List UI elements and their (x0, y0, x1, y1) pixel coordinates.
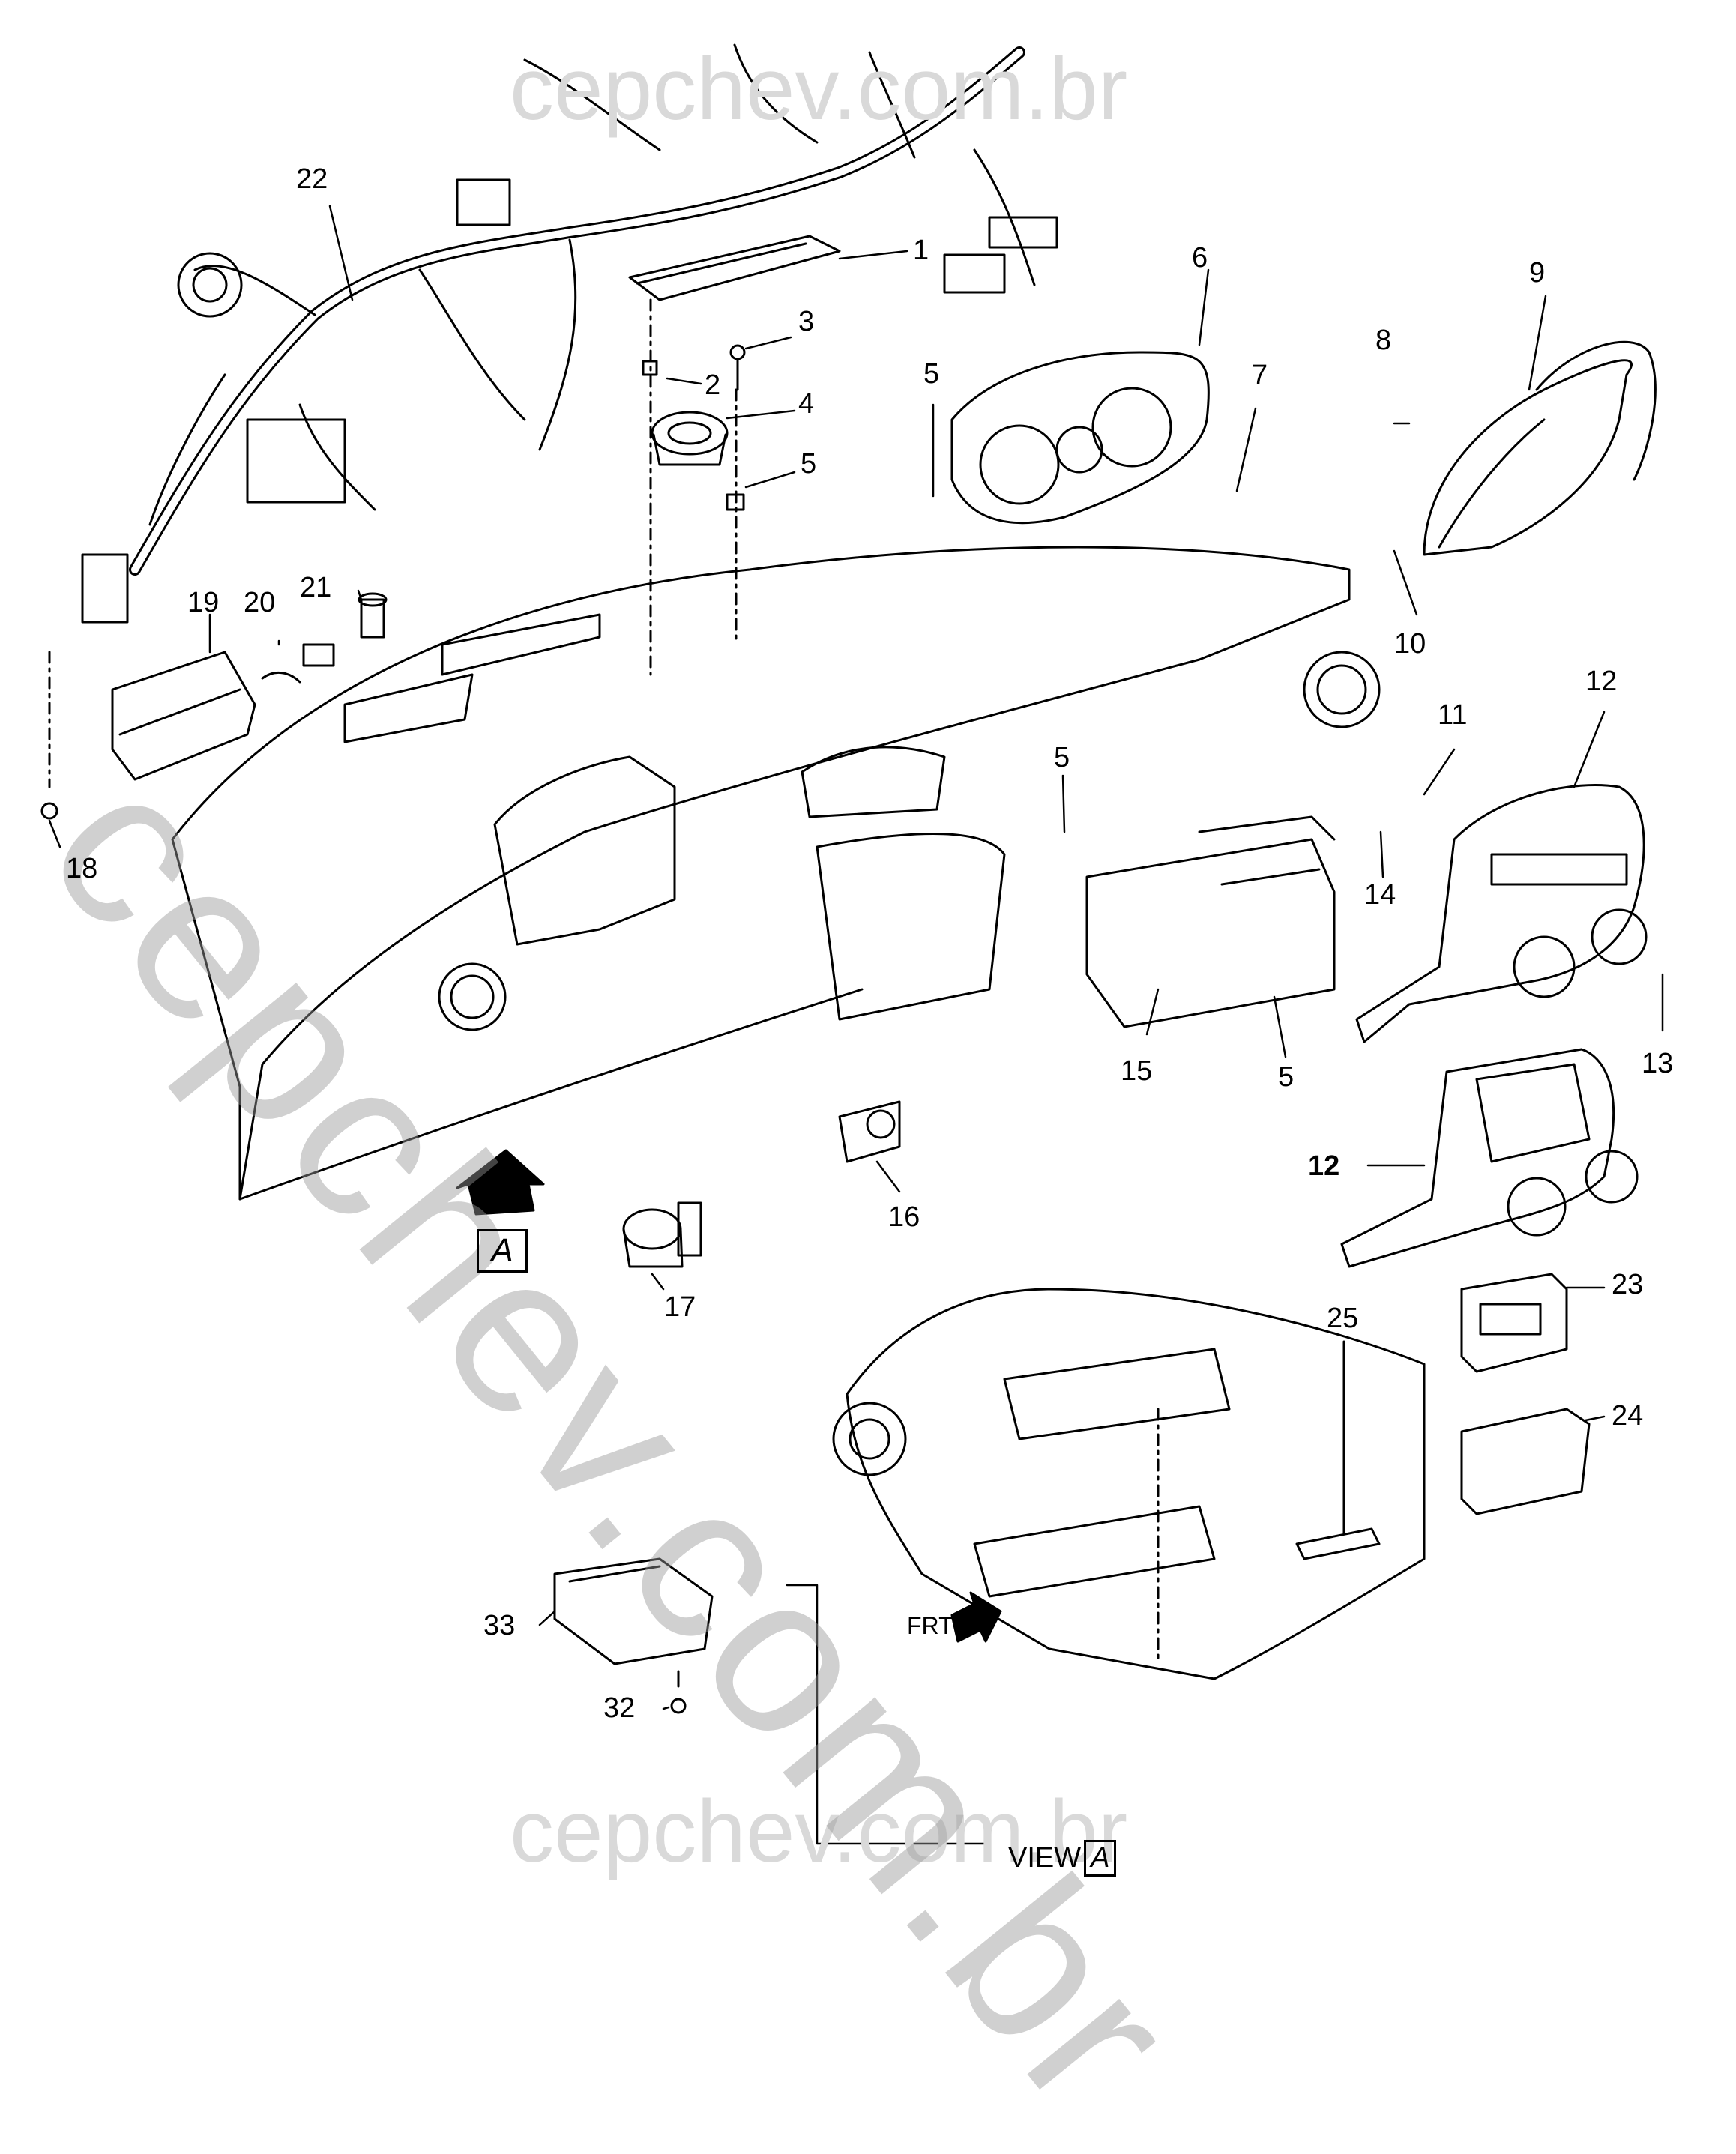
speaker-grille (628, 235, 841, 301)
callout-5-radio: 5 (1054, 742, 1070, 773)
callout-8: 8 (1375, 325, 1392, 356)
callout-7: 7 (1252, 360, 1268, 391)
callout-1: 1 (913, 235, 929, 266)
callout-21: 21 (300, 572, 332, 603)
instrument-panel-exploded-diagram: FRT (40, 43, 1664, 1845)
module-bracket-24 (1460, 1408, 1591, 1515)
callout-13: 13 (1642, 1048, 1674, 1079)
front-arrow-label: FRT (907, 1612, 953, 1639)
callout-3: 3 (798, 306, 815, 337)
instrument-cluster (950, 351, 1210, 525)
speaker-and-fasteners (642, 298, 746, 676)
callout-4: 4 (798, 388, 815, 420)
callout-24: 24 (1612, 1400, 1644, 1432)
display-faceplate (1340, 1048, 1639, 1268)
callout-33: 33 (483, 1610, 516, 1641)
callout-11: 11 (1438, 699, 1468, 731)
callout-25: 25 (1327, 1303, 1359, 1334)
wiring-harness (81, 43, 1058, 624)
watermark-bottom: cepchev.com.br (510, 1782, 1128, 1881)
cluster-bezel (1423, 340, 1657, 556)
view-a-arrow (456, 1149, 545, 1216)
callout-19: 19 (187, 587, 220, 618)
callout-17: 17 (664, 1291, 696, 1323)
callout-5-speaker: 5 (801, 448, 817, 480)
module-25 (1295, 1340, 1381, 1560)
callout-22: 22 (296, 163, 328, 195)
radio-receiver (1085, 815, 1336, 1028)
radio-control-faceplate (1355, 784, 1648, 1043)
module-33 (553, 1557, 714, 1714)
instrument-panel (171, 546, 1381, 1201)
ignition-switch (622, 1201, 702, 1268)
view-caption-letter: A (1084, 1840, 1117, 1877)
callout-5-lower: 5 (1278, 1061, 1295, 1093)
control-module-23 (1460, 1273, 1568, 1373)
callout-2: 2 (705, 369, 721, 401)
callout-10: 10 (1394, 628, 1426, 660)
callout-16: 16 (888, 1201, 920, 1233)
callout-23: 23 (1612, 1269, 1644, 1300)
callout-32: 32 (603, 1692, 636, 1724)
view-a-detail (832, 1288, 1426, 1680)
callout-20: 20 (244, 587, 276, 618)
callout-9: 9 (1529, 257, 1546, 289)
callout-12-lower: 12 (1308, 1150, 1340, 1182)
view-a-marker: A (477, 1229, 528, 1273)
callout-5-cluster: 5 (923, 358, 940, 390)
leader-lines (48, 205, 1664, 1845)
callout-15: 15 (1121, 1055, 1153, 1087)
callout-12-upper: 12 (1585, 666, 1618, 697)
callout-18: 18 (66, 853, 98, 884)
front-arrow: FRT (907, 1591, 1002, 1643)
watermark-top: cepchev.com.br (510, 40, 1128, 139)
callout-14: 14 (1364, 879, 1396, 911)
callout-6: 6 (1192, 242, 1208, 274)
headlamp-switch (838, 1100, 901, 1163)
body-control-module (40, 592, 388, 820)
view-caption-prefix: VIEW (1008, 1842, 1082, 1874)
